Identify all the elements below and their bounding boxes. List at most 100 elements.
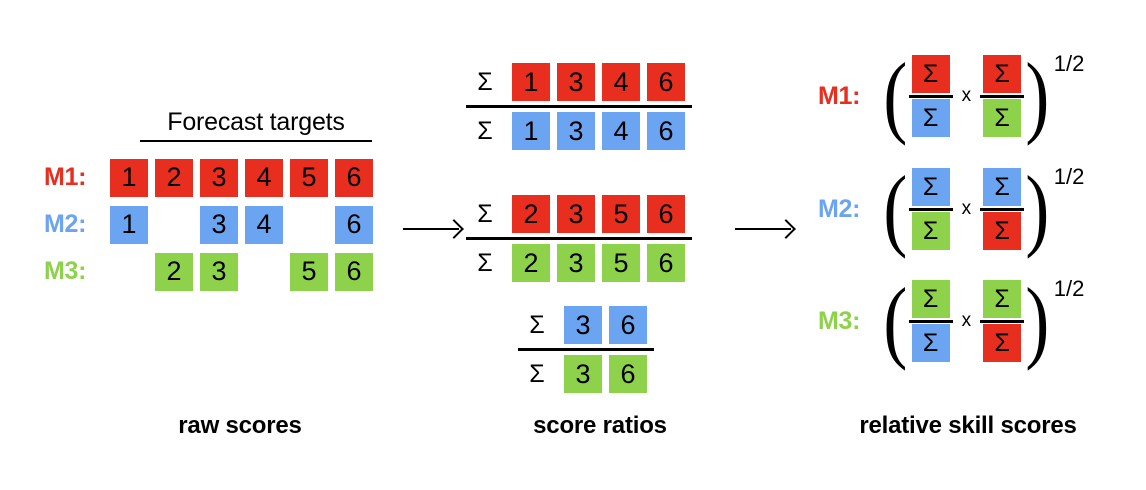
sigma-denominator-cell: Σ [983, 212, 1022, 250]
forecast-targets-heading: Forecast targets [140, 108, 372, 142]
paren-close-symbol: ) [1025, 44, 1050, 147]
sigma-symbol: Σ [529, 310, 545, 339]
score-cell: 4 [245, 158, 283, 197]
score-cell: 3 [200, 252, 238, 291]
sigma-numerator-cell: Σ [983, 168, 1022, 206]
paren-open-symbol: ( [883, 44, 908, 147]
ratio-score-cell: 4 [602, 112, 640, 150]
score-cell: 6 [335, 205, 373, 244]
ratio-score-cell: 5 [602, 195, 640, 233]
ratio-score-cell: 3 [564, 306, 602, 344]
score-cell-slot: 1 [110, 205, 155, 244]
score-cell-empty [155, 206, 193, 244]
ratio-score-cell: 6 [647, 244, 685, 282]
fraction-bar [908, 94, 953, 98]
score-cell-slot: 6 [335, 205, 380, 244]
score-cell-slot: 3 [200, 158, 245, 197]
multiplication-symbol: x [961, 310, 972, 331]
ratio-score-cell: 6 [647, 63, 685, 101]
score-cell: 1 [110, 205, 148, 244]
fraction-bar [518, 348, 654, 351]
model-label-m1: M1: [44, 163, 87, 191]
fraction-bar [980, 94, 1025, 98]
ratio-score-cell: 2 [512, 195, 550, 233]
sigma-numerator-cell: Σ [983, 280, 1022, 318]
arrow-raw-to-ratios-icon [403, 228, 459, 230]
paren-open-symbol: ( [883, 157, 908, 260]
model-label-m3: M3: [818, 306, 861, 335]
sigma-symbol: Σ [477, 67, 493, 96]
score-cell: 2 [155, 158, 193, 197]
score-cell-slot: 3 [200, 205, 245, 244]
ratio-score-cell: 1 [512, 112, 550, 150]
score-cell: 1 [110, 158, 148, 197]
ratio-score-cell: 3 [557, 112, 595, 150]
ratio-score-cell: 3 [564, 355, 602, 393]
sigma-symbol: Σ [477, 248, 493, 277]
score-cell-slot: 5 [290, 252, 335, 291]
caption-relative-skill-scores: relative skill scores [859, 412, 1077, 439]
score-cell: 5 [290, 158, 328, 197]
sigma-denominator-cell: Σ [983, 99, 1022, 137]
score-cell-slot: 4 [245, 158, 290, 197]
score-cell-slot: 6 [335, 252, 380, 291]
score-cell-slot: 1 [110, 158, 155, 197]
score-cell-slot [245, 253, 290, 291]
paren-close-symbol: ) [1025, 269, 1050, 372]
ratio-score-cell: 1 [512, 63, 550, 101]
multiplication-symbol: x [961, 85, 972, 106]
sigma-denominator-cell: Σ [911, 212, 950, 250]
score-cell-slot [155, 206, 200, 244]
sigma-denominator-cell: Σ [983, 324, 1022, 362]
score-cell-slot [110, 253, 155, 291]
fraction-bar [980, 319, 1025, 323]
multiplication-symbol: x [961, 198, 972, 219]
exponent-one-half: 1/2 [1053, 51, 1085, 76]
paren-open-symbol: ( [883, 269, 908, 372]
sigma-numerator-cell: Σ [911, 280, 950, 318]
model-label-m3: M3: [44, 257, 87, 285]
score-cell: 5 [290, 252, 328, 291]
sigma-denominator-cell: Σ [911, 324, 950, 362]
sigma-symbol: Σ [529, 359, 545, 388]
ratio-score-cell: 4 [602, 63, 640, 101]
score-cell-slot: 2 [155, 158, 200, 197]
ratio-score-cell: 3 [557, 63, 595, 101]
ratio-score-cell: 6 [647, 195, 685, 233]
score-cell: 2 [155, 252, 193, 291]
score-cell-empty [245, 253, 283, 291]
ratio-score-cell: 5 [602, 244, 640, 282]
score-cell-slot: 5 [290, 158, 335, 197]
fraction-bar [466, 105, 692, 108]
ratio-score-cell: 6 [647, 112, 685, 150]
sigma-numerator-cell: Σ [983, 55, 1022, 93]
sigma-symbol: Σ [477, 199, 493, 228]
score-cell-empty [290, 206, 328, 244]
score-cell: 3 [200, 205, 238, 244]
